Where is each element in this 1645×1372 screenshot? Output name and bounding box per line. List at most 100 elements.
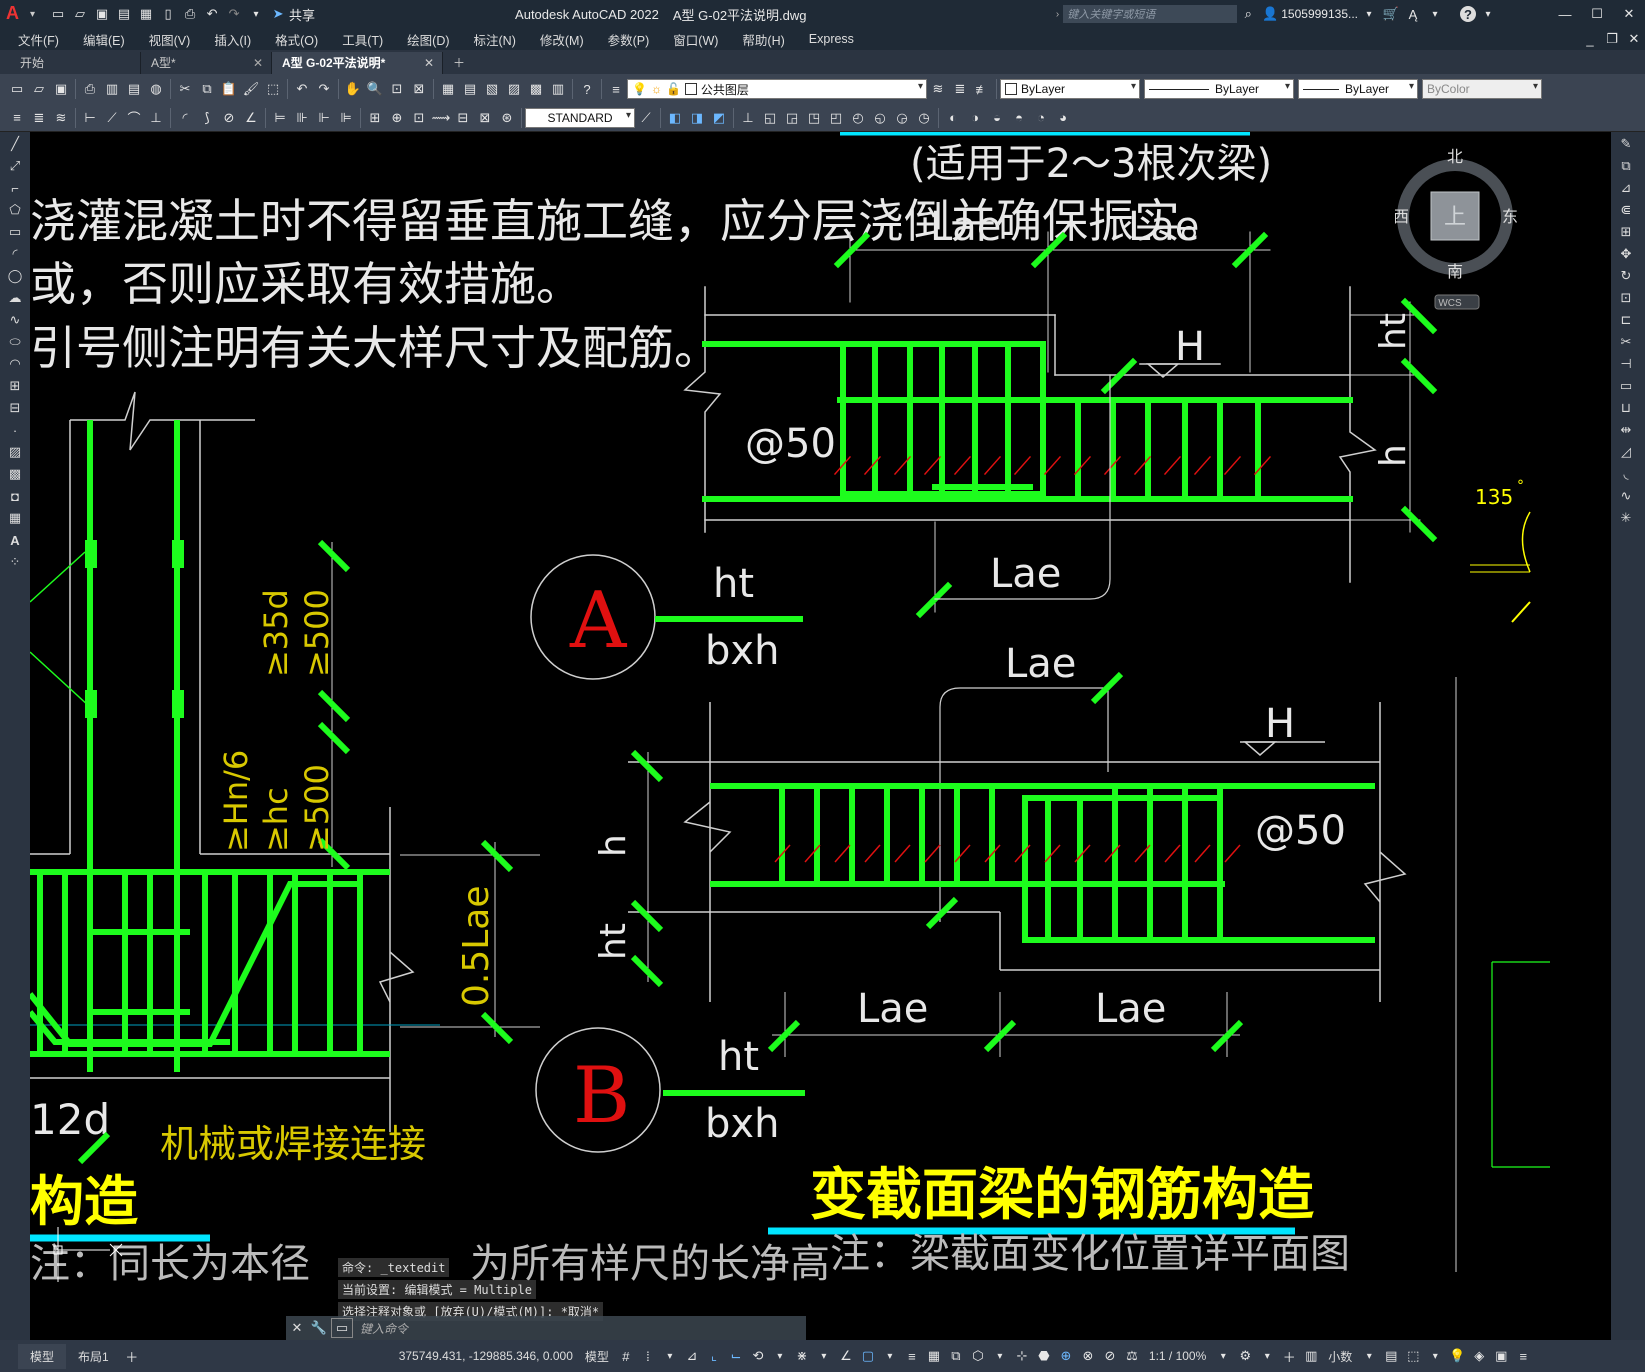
scale-icon[interactable]: ⊡ bbox=[1620, 290, 1632, 305]
hatch-icon[interactable]: ▨ bbox=[8, 444, 22, 459]
quick-dim-icon[interactable]: ⊨ bbox=[274, 109, 286, 125]
minimize-icon[interactable]: — bbox=[1558, 6, 1572, 22]
rectangle-icon[interactable]: ▭ bbox=[8, 224, 22, 239]
visual-style-icon[interactable]: ◐ bbox=[949, 110, 957, 125]
doc-restore-icon[interactable]: ❐ bbox=[1606, 31, 1618, 46]
undo-icon[interactable]: ↶ bbox=[296, 81, 308, 96]
menu-view[interactable]: 视图(V) bbox=[148, 33, 191, 48]
make-block-icon[interactable]: ⊟ bbox=[9, 400, 21, 415]
menu-express[interactable]: Express bbox=[808, 32, 854, 46]
doc-minimize-icon[interactable]: _ bbox=[1586, 31, 1594, 47]
point-icon[interactable]: · bbox=[12, 422, 18, 438]
view-back-icon[interactable]: ◨ bbox=[690, 109, 704, 125]
join-icon[interactable]: ⇹ bbox=[1620, 422, 1632, 437]
dim-baseline-icon[interactable]: ⊪ bbox=[296, 109, 308, 125]
center-mark-icon[interactable]: ⊕ bbox=[391, 109, 403, 125]
markup-icon[interactable]: ▩ bbox=[529, 81, 543, 96]
snap-icon[interactable]: ⁞ bbox=[646, 1348, 650, 1364]
copy-icon[interactable]: ⧉ bbox=[202, 81, 212, 96]
close-icon[interactable]: ✕ bbox=[291, 1320, 303, 1335]
conceptual-icon[interactable]: ◔ bbox=[1037, 110, 1045, 125]
layer-iso-icon[interactable]: ≋ bbox=[55, 109, 67, 125]
autodesk-a360-icon[interactable]: Ą bbox=[1408, 6, 1418, 22]
tab-g02[interactable]: A型 G-02平法说明*✕ bbox=[272, 52, 443, 74]
wcs-button[interactable] bbox=[1434, 294, 1480, 310]
dim-aligned-icon[interactable]: ⟋ bbox=[107, 109, 117, 125]
erase-icon[interactable]: ✎ bbox=[1620, 136, 1632, 151]
workspace-dropdown-icon[interactable]: ▾ bbox=[1264, 1350, 1270, 1362]
layer-tool-icon[interactable]: ≡ bbox=[13, 110, 21, 125]
globe-icon[interactable]: ◍ bbox=[150, 81, 162, 96]
clean-screen-icon[interactable]: ▣ bbox=[1495, 1348, 1508, 1363]
dim-radius-icon[interactable]: ◜ bbox=[182, 109, 188, 125]
dim-continue-icon[interactable]: ⊩ bbox=[318, 109, 330, 125]
help-icon[interactable]: ? bbox=[1460, 6, 1476, 22]
lock-ui-icon[interactable]: ⬚ bbox=[1407, 1348, 1420, 1363]
ucs-zaxis-icon[interactable]: ◳ bbox=[807, 109, 821, 125]
dim-text-edit-icon[interactable]: ⊠ bbox=[479, 109, 491, 125]
realistic-icon[interactable]: ◓ bbox=[1015, 110, 1023, 125]
color-dropdown[interactable]: ByLayer ▾ bbox=[1000, 79, 1140, 99]
layer-dropdown[interactable]: 💡 ☼ 🔓 公共图层 ▾ bbox=[627, 79, 927, 99]
tab-close-icon[interactable]: ✕ bbox=[252, 56, 263, 70]
trim-icon[interactable]: ✂ bbox=[1620, 334, 1632, 349]
3d-osnap-dropdown-icon[interactable]: ▾ bbox=[997, 1350, 1003, 1362]
inspect-icon[interactable]: ⊡ bbox=[413, 109, 425, 125]
cart-icon[interactable]: 🛒 bbox=[1382, 6, 1400, 21]
auto-scale-icon[interactable]: ⊘ bbox=[1104, 1348, 1116, 1363]
snap-dropdown-icon[interactable]: ▾ bbox=[667, 1350, 673, 1362]
selection-filter-icon[interactable]: ⬣ bbox=[1038, 1348, 1050, 1363]
publish-icon[interactable]: ▤ bbox=[127, 81, 141, 96]
tab-close-icon[interactable]: ✕ bbox=[423, 56, 434, 70]
fillet-icon[interactable]: ◟ bbox=[1623, 466, 1629, 481]
open-file-icon[interactable]: ▱ bbox=[75, 6, 86, 21]
array-icon[interactable]: ⊞ bbox=[1620, 224, 1632, 239]
polar-icon[interactable]: ⟲ bbox=[752, 1348, 764, 1363]
qnew-icon[interactable]: ▭ bbox=[10, 81, 24, 96]
menu-dimension[interactable]: 标注(N) bbox=[473, 33, 516, 48]
annotation-monitor-icon[interactable]: ＋ bbox=[1282, 1349, 1296, 1365]
lineweight-dropdown[interactable]: ByLayer ▾ bbox=[1298, 79, 1418, 99]
dim-angular-icon[interactable]: ∠ bbox=[245, 109, 257, 125]
a360-dropdown-icon[interactable]: ▾ bbox=[1432, 8, 1438, 20]
drawing-canvas[interactable]: 浇灌混凝土时不得留垂直施工缝，应分层浇倒并确保振实。 或，否则应采取有效措施。 … bbox=[30, 132, 1611, 1340]
stretch-icon[interactable]: ⊏ bbox=[1620, 312, 1632, 327]
mirror-icon[interactable]: ⊿ bbox=[1620, 180, 1632, 195]
spline-icon[interactable]: ∿ bbox=[9, 312, 21, 327]
rotate-icon[interactable]: ↻ bbox=[1620, 268, 1632, 283]
block-editor-icon[interactable]: ⬚ bbox=[266, 81, 280, 96]
viewcube[interactable]: 上 北 南 东 西 WCS bbox=[1393, 142, 1525, 312]
new-file-icon[interactable]: ▭ bbox=[51, 6, 65, 21]
object-snap-tracking-icon[interactable]: ∠ bbox=[840, 1348, 852, 1363]
grid-icon[interactable]: # bbox=[622, 1348, 630, 1364]
3d-osnap-icon[interactable]: ⬡ bbox=[972, 1348, 984, 1363]
render-icon[interactable]: ◕ bbox=[1059, 110, 1067, 125]
insert-block-icon[interactable]: ⊞ bbox=[9, 378, 21, 393]
search-expand-icon[interactable]: › bbox=[1055, 8, 1060, 20]
arc-icon[interactable]: ◜ bbox=[12, 246, 18, 261]
customize-icon[interactable]: 🔧 bbox=[310, 1320, 328, 1335]
quick-properties-icon[interactable]: ▤ bbox=[1385, 1348, 1398, 1363]
gradient-icon[interactable]: ▩ bbox=[8, 466, 22, 481]
infer-constraints-icon[interactable]: ⊿ bbox=[686, 1348, 698, 1363]
tolerance-icon[interactable]: ⊞ bbox=[369, 109, 381, 125]
isodraft-dropdown-icon[interactable]: ▾ bbox=[821, 1350, 827, 1362]
break-at-point-icon[interactable]: ▭ bbox=[1619, 378, 1633, 393]
annotation-visibility-icon[interactable]: ⊗ bbox=[1082, 1348, 1094, 1363]
ortho-icon[interactable]: ⌙ bbox=[730, 1348, 742, 1363]
offset-icon[interactable]: ⋐ bbox=[1620, 202, 1632, 217]
dim-ordinate-icon[interactable]: ⊥ bbox=[150, 109, 162, 125]
gizmo-icon[interactable]: ⊕ bbox=[1060, 1348, 1072, 1363]
layer-previous-icon[interactable]: ≣ bbox=[954, 81, 966, 96]
menu-window[interactable]: 窗口(W) bbox=[673, 33, 719, 48]
plot-icon[interactable]: ⎙ bbox=[84, 81, 96, 96]
annotation-scale-icon[interactable]: ⚖ bbox=[1126, 1348, 1138, 1363]
dim-linear-icon[interactable]: ⊢ bbox=[84, 109, 96, 125]
redo-icon[interactable]: ↷ bbox=[228, 6, 240, 21]
ucs-origin-icon[interactable]: ◲ bbox=[785, 109, 799, 125]
units-dropdown-icon[interactable]: ▾ bbox=[1366, 1350, 1372, 1362]
paste-icon[interactable]: 📋 bbox=[220, 81, 238, 96]
maximize-icon[interactable]: ☐ bbox=[1591, 6, 1603, 21]
menu-tools[interactable]: 工具(T) bbox=[342, 33, 384, 48]
coordinates-readout[interactable]: 375749.431, -129885.346, 0.000 bbox=[398, 1349, 573, 1363]
